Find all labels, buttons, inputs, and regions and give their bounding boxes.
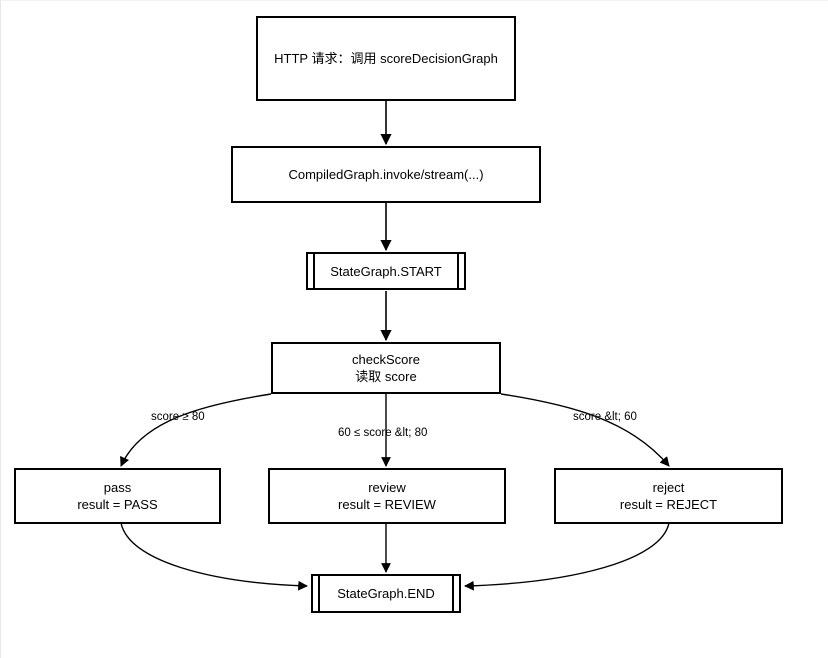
node-http-request-label: HTTP 请求：调用 scoreDecisionGraph (274, 51, 498, 66)
node-state-graph-start[interactable]: StateGraph.START (306, 252, 466, 290)
node-state-graph-end[interactable]: StateGraph.END (311, 574, 461, 613)
node-review[interactable]: review result = REVIEW (268, 468, 506, 524)
node-reject-label: reject result = REJECT (619, 480, 718, 512)
edge-label-pass-branch: score ≥ 80 (151, 411, 205, 423)
node-compiled-graph[interactable]: CompiledGraph.invoke/stream(...) (231, 146, 541, 203)
node-compiled-graph-label: CompiledGraph.invoke/stream(...) (288, 167, 484, 182)
node-review-label: review result = REVIEW (338, 480, 436, 512)
node-check-score-label: checkScore 读取 score (352, 352, 420, 384)
node-pass[interactable]: pass result = PASS (14, 468, 221, 524)
edge-reject-to-end (464, 522, 670, 591)
node-reject[interactable]: reject result = REJECT (554, 468, 783, 524)
edge-label-review-branch: 60 ≤ score &lt; 80 (338, 427, 428, 439)
edge-label-reject-branch: score &lt; 60 (573, 411, 637, 423)
node-check-score[interactable]: checkScore 读取 score (271, 342, 501, 394)
node-state-graph-end-label: StateGraph.END (337, 586, 435, 601)
node-http-request[interactable]: HTTP 请求：调用 scoreDecisionGraph (256, 16, 516, 101)
edge-checkscore-to-pass (120, 393, 272, 467)
edge-checkscore-to-reject (500, 393, 670, 467)
node-state-graph-start-label: StateGraph.START (330, 263, 442, 279)
edge-pass-to-end (120, 522, 308, 591)
node-pass-label: pass result = PASS (77, 480, 158, 512)
